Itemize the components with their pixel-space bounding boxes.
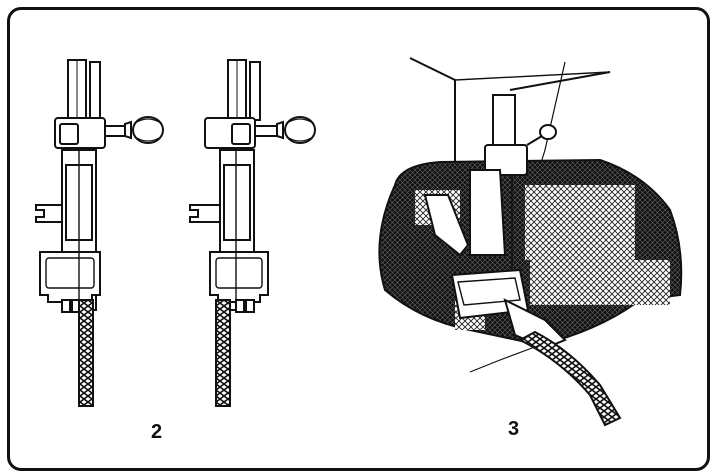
panel-label-2: 2 [151,421,163,443]
zipper-teeth [78,299,94,407]
fabric-light-patch [525,185,635,260]
needle-bar [492,94,516,151]
zipper-foot-b [189,59,316,407]
piping-sewing-scene [378,57,683,427]
thumb-screw-icon [539,124,557,140]
thumb-screw-icon [124,116,164,144]
thumb-screw-icon [276,116,316,144]
zipper-foot-a [35,59,164,407]
piping-cord [517,330,622,427]
needle-clamp [484,144,528,176]
panel-label-3: 3 [508,418,520,440]
zipper-teeth [215,299,231,407]
